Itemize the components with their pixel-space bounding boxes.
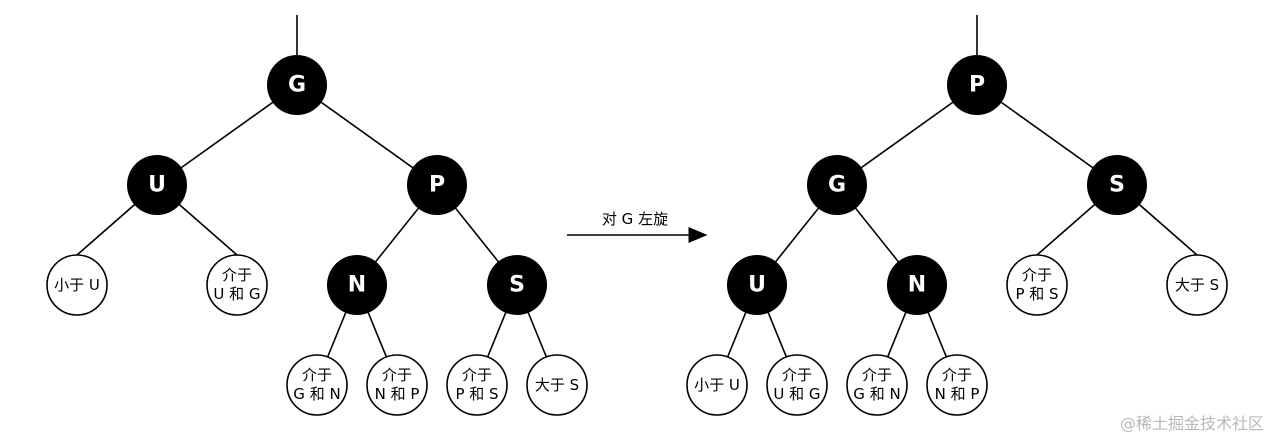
leaf-np: 介于 N 和 P	[366, 354, 428, 416]
node-n: N	[327, 255, 387, 315]
leaf-ps-line1: 介于	[462, 366, 492, 384]
node-n-right-label: N	[908, 273, 926, 298]
node-s: S	[487, 255, 547, 315]
leaf-np-line1: 介于	[382, 366, 412, 384]
leaf-ug-line2: U 和 G	[213, 285, 260, 303]
node-u-right-label: U	[748, 273, 766, 298]
leaf-gn-right-line2: G 和 N	[853, 385, 900, 403]
leaf-ug-right: 介于 U 和 G	[766, 354, 828, 416]
leaf-ps-right-line1: 介于	[1022, 266, 1052, 284]
leaf-np-line2: N 和 P	[375, 385, 420, 403]
node-p-right-label: P	[969, 73, 985, 98]
leaf-gt-s: 大于 S	[526, 354, 588, 416]
leaf-ps-right: 介于 P 和 S	[1006, 254, 1068, 316]
node-g: G	[267, 55, 327, 115]
leaf-less-u: 小于 U	[46, 254, 108, 316]
leaf-gn-right-line1: 介于	[862, 366, 892, 384]
leaf-ug-right-line1: 介于	[782, 366, 812, 384]
leaf-np-right-line1: 介于	[942, 366, 972, 384]
node-n-label: N	[348, 273, 366, 298]
leaf-gt-s-right-label: 大于 S	[1175, 276, 1219, 294]
leaf-ps: 介于 P 和 S	[446, 354, 508, 416]
leaf-less-u-label: 小于 U	[54, 276, 100, 294]
leaf-ug-right-line2: U 和 G	[773, 385, 820, 403]
leaf-gn-line2: G 和 N	[293, 385, 340, 403]
node-s-right-label: S	[1109, 173, 1125, 198]
watermark: @稀土掘金技术社区	[1119, 414, 1264, 433]
node-u-label: U	[148, 173, 166, 198]
leaf-ps-line2: P 和 S	[455, 385, 498, 403]
leaf-gn: 介于 G 和 N	[286, 354, 348, 416]
leaf-gn-right: 介于 G 和 N	[846, 354, 908, 416]
node-p-label: P	[429, 173, 445, 198]
node-n-right: N	[887, 255, 947, 315]
leaf-gn-line1: 介于	[302, 366, 332, 384]
leaf-gt-s-right: 大于 S	[1166, 254, 1228, 316]
leaf-ug: 介于 U 和 G	[206, 254, 268, 316]
leaf-less-u-right-label: 小于 U	[694, 376, 740, 394]
leaf-less-u-right: 小于 U	[686, 354, 748, 416]
leaf-np-right: 介于 N 和 P	[926, 354, 988, 416]
node-g-right-label: G	[828, 173, 846, 198]
arrow-label: 对 G 左旋	[602, 210, 668, 228]
node-u-right: U	[727, 255, 787, 315]
node-s-right: S	[1087, 155, 1147, 215]
node-p: P	[407, 155, 467, 215]
node-g-label: G	[288, 73, 306, 98]
leaf-ps-right-line2: P 和 S	[1015, 285, 1058, 303]
leaf-gt-s-label: 大于 S	[535, 376, 579, 394]
node-g-right: G	[807, 155, 867, 215]
node-p-right: P	[947, 55, 1007, 115]
node-u: U	[127, 155, 187, 215]
node-s-label: S	[509, 273, 525, 298]
leaf-np-right-line2: N 和 P	[935, 385, 980, 403]
leaf-ug-line1: 介于	[222, 266, 252, 284]
rotation-arrow: 对 G 左旋	[567, 210, 708, 243]
